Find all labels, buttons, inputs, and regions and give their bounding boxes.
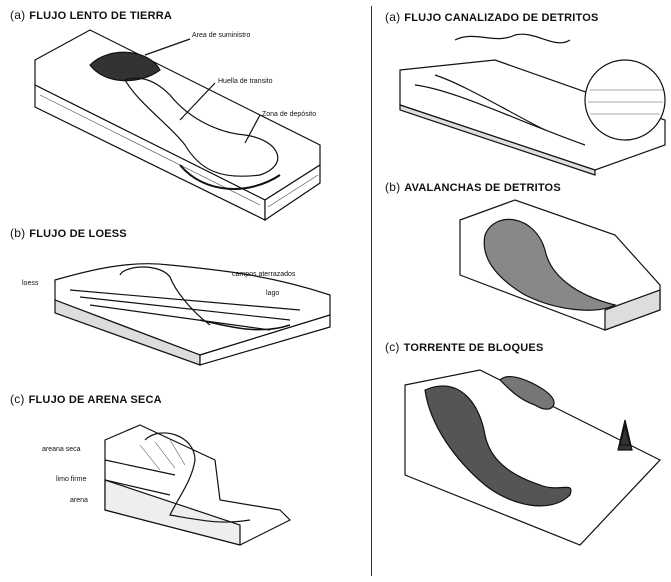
label-transit-track: Huella de transito [218,78,272,85]
column-divider [371,6,372,576]
panel-letter: (c) [10,392,25,406]
panel-letter: (b) [385,180,400,194]
earthflow-diagram [30,25,340,225]
boulder-torrent-diagram [400,365,665,550]
label-terraced-fields: campos aterrazados [232,271,295,278]
label-loess: loess [22,280,38,287]
panel-title-earthflow: (a) FLUJO LENTO DE TIERRA [10,8,172,22]
label-deposit-zone: Zona de depósito [262,111,316,118]
panel-title-text: AVALANCHAS DE DETRITOS [404,182,561,194]
label-dry-sand: areana seca [42,446,81,453]
panel-letter: (a) [385,10,400,24]
panel-letter: (c) [385,340,400,354]
panel-title-text: FLUJO CANALIZADO DE DETRITOS [404,12,598,24]
dry-sand-flow-diagram [100,420,300,550]
panel-letter: (b) [10,226,25,240]
panel-title-text: TORRENTE DE BLOQUES [404,342,544,354]
channelized-debris-flow-diagram [395,30,670,175]
panel-title-debris-avalanches: (b) AVALANCHAS DE DETRITOS [385,180,561,194]
debris-avalanche-diagram [455,195,665,335]
panel-letter: (a) [10,8,25,22]
label-firm-silt: limo firme [56,476,86,483]
panel-title-loess-flow: (b) FLUJO DE LOESS [10,226,127,240]
panel-title-text: FLUJO LENTO DE TIERRA [29,10,172,22]
panel-title-boulder-torrent: (c) TORRENTE DE BLOQUES [385,340,543,354]
panel-title-text: FLUJO DE ARENA SECA [29,394,162,406]
label-supply-area: Area de suministro [192,32,250,39]
panel-title-text: FLUJO DE LOESS [29,228,127,240]
label-sand: arena [70,497,88,504]
label-lake: lago [266,290,279,297]
panel-title-dry-sand-flow: (c) FLUJO DE ARENA SECA [10,392,162,406]
panel-title-channelized-debris-flow: (a) FLUJO CANALIZADO DE DETRITOS [385,10,599,24]
